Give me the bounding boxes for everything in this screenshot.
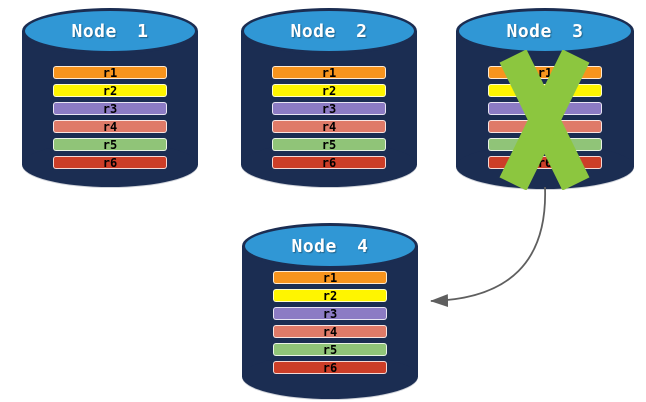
- replica-bar-label: r3: [322, 306, 338, 321]
- replica-bar-label: r3: [321, 101, 337, 116]
- replica-bar-label: r4: [321, 119, 337, 134]
- node-label: Node 2: [290, 20, 368, 42]
- replica-bar-r6: r6: [273, 361, 387, 374]
- replica-bar-r1: r1: [272, 66, 386, 79]
- replica-bar-list: r1 r2 r3 r4 r5 r6: [53, 66, 167, 174]
- replica-bar-label: r2: [321, 83, 337, 98]
- replica-bar-r3: r3: [272, 102, 386, 115]
- replica-bar-label: r2: [102, 83, 118, 98]
- replica-bar-label: r1: [321, 65, 337, 80]
- replica-bar-r2: r2: [53, 84, 167, 97]
- cylinder-top: Node 2: [241, 8, 417, 54]
- replica-bar-label: r1: [537, 65, 553, 80]
- replica-bar-r1: r1: [273, 271, 387, 284]
- node-4-cylinder: Node 4 r1 r2 r3 r4 r5 r6: [242, 223, 418, 399]
- node-1-cylinder: Node 1 r1 r2 r3 r4 r5 r6: [22, 8, 198, 187]
- replica-bar-r6: r6: [272, 156, 386, 169]
- replica-bar-r3: r3: [53, 102, 167, 115]
- node-2-cylinder: Node 2 r1 r2 r3 r4 r5 r6: [241, 8, 417, 187]
- replica-bar-label: r5: [321, 137, 337, 152]
- replica-bar-label: r3: [102, 101, 118, 116]
- replica-bar-r4: r4: [272, 120, 386, 133]
- replica-bar-r4: r4: [273, 325, 387, 338]
- replica-bar-label: r6: [102, 155, 118, 170]
- node-label: Node 1: [71, 20, 149, 42]
- replica-bar-r1: r1: [53, 66, 167, 79]
- replica-bar-r2: r2: [273, 289, 387, 302]
- failure-x-icon: [499, 50, 590, 190]
- replica-bar-list: r1 r2 r3 r4 r5 r6: [273, 271, 387, 379]
- cylinder-top: Node 4: [242, 223, 418, 269]
- replica-bar-r4: r4: [53, 120, 167, 133]
- replica-bar-r6: r6: [53, 156, 167, 169]
- replica-bar-list: r1 r2 r3 r4 r5 r6: [272, 66, 386, 174]
- replica-bar-label: r2: [322, 288, 338, 303]
- node-label: Node 4: [291, 235, 369, 257]
- replica-bar-r3: r3: [273, 307, 387, 320]
- replica-bar-r5: r5: [273, 343, 387, 356]
- cylinder-top: Node 3: [456, 8, 634, 54]
- replica-bar-label: r1: [102, 65, 118, 80]
- replica-bar-r5: r5: [272, 138, 386, 151]
- replica-bar-label: r4: [102, 119, 118, 134]
- replica-bar-label: r6: [321, 155, 337, 170]
- node-label: Node 3: [506, 20, 584, 42]
- replica-bar-label: r6: [322, 360, 338, 375]
- replica-bar-label: r4: [322, 324, 338, 339]
- replica-bar-r2: r2: [272, 84, 386, 97]
- replica-bar-label: r1: [322, 270, 338, 285]
- replica-bar-r5: r5: [53, 138, 167, 151]
- replica-bar-label: r5: [102, 137, 118, 152]
- replica-bar-label: r5: [322, 342, 338, 357]
- cylinder-top: Node 1: [22, 8, 198, 54]
